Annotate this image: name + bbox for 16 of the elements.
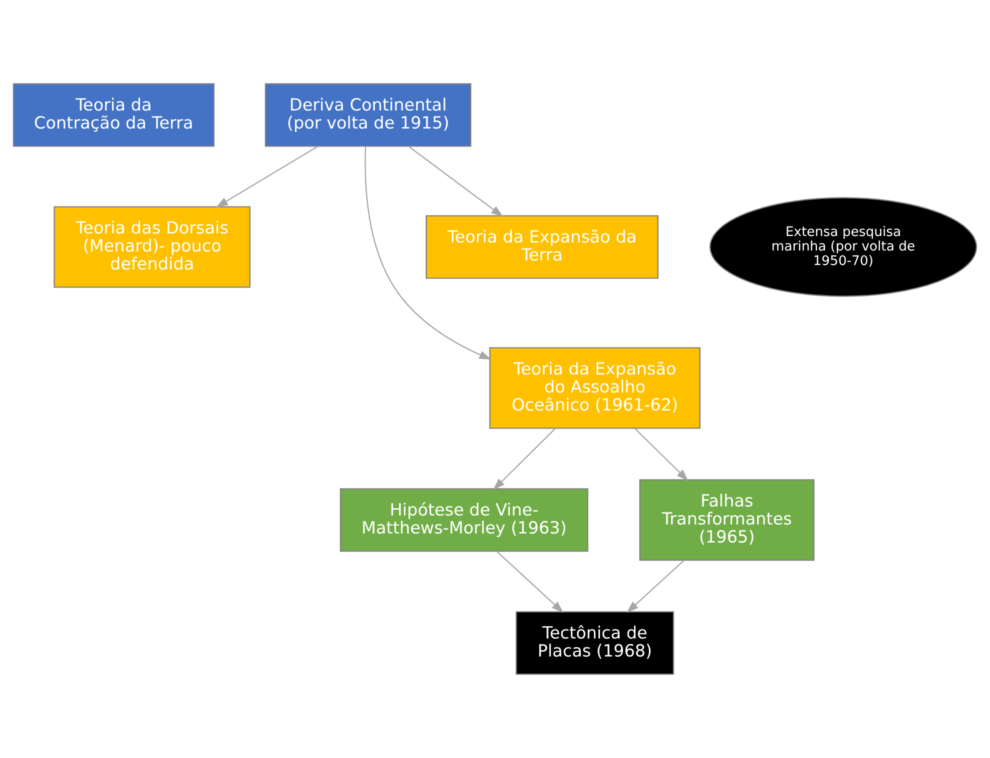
node-box: Hipótese de Vine-Matthews-Morley (1963) (340, 488, 588, 552)
node-box: Teoria da Contração da Terra (12, 83, 214, 147)
node-box: Teoria da Expansão do Assoalho Oceânico (1961-62) (489, 347, 700, 429)
arrow (496, 550, 564, 613)
arrow (626, 560, 684, 613)
node-box: Tectônica de Placas (1968) (516, 611, 674, 675)
node-box: Deriva Continental (por volta de 1915) (264, 83, 472, 147)
arrow (408, 146, 504, 217)
arrow (634, 428, 688, 481)
arrow (216, 146, 318, 208)
arrow (493, 428, 556, 490)
node-box: Teoria da Expansão da Terra (426, 215, 658, 279)
node-box: Falhas Transformantes (1965) (639, 479, 814, 561)
arrow (364, 146, 492, 360)
node-box: Teoria das Dorsais (Menard)- pouco defendida (54, 206, 250, 288)
node-ellipse: Extensa pesquisa marinha (por volta de 1950-70) (709, 197, 978, 297)
